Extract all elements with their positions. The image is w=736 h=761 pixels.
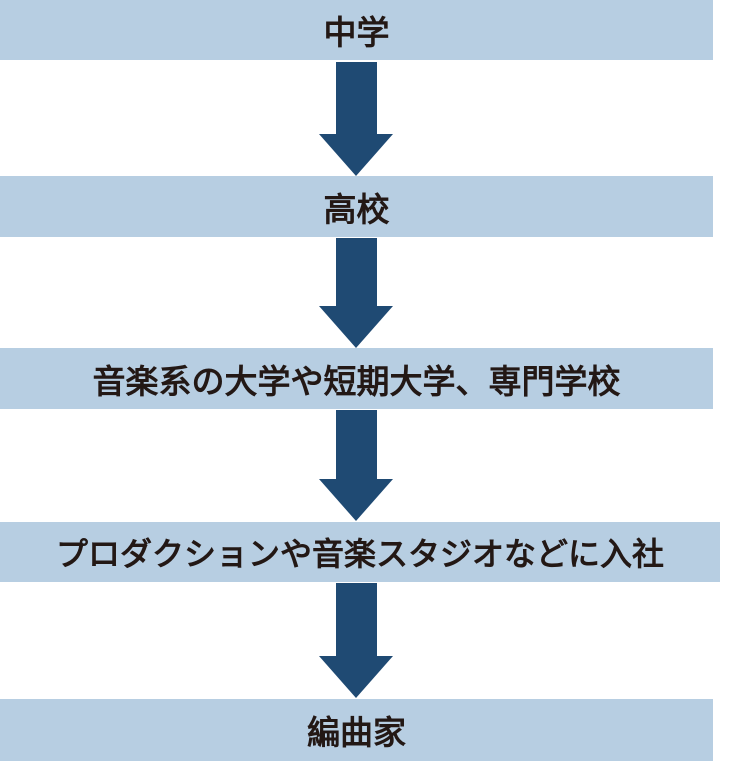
step-university: 音楽系の大学や短期大学、専門学校 (0, 348, 713, 409)
step-junior-high: 中学 (0, 0, 713, 60)
step-label: プロダクションや音楽スタジオなどに入社 (55, 535, 664, 573)
step-high-school: 高校 (0, 176, 713, 237)
step-label: 編曲家 (307, 713, 406, 752)
step-arranger: 編曲家 (0, 699, 713, 761)
step-label: 高校 (323, 189, 390, 229)
step-join-company: プロダクションや音楽スタジオなどに入社 (0, 522, 720, 582)
step-label: 音楽系の大学や短期大学、専門学校 (92, 361, 621, 401)
step-label: 中学 (323, 13, 390, 52)
